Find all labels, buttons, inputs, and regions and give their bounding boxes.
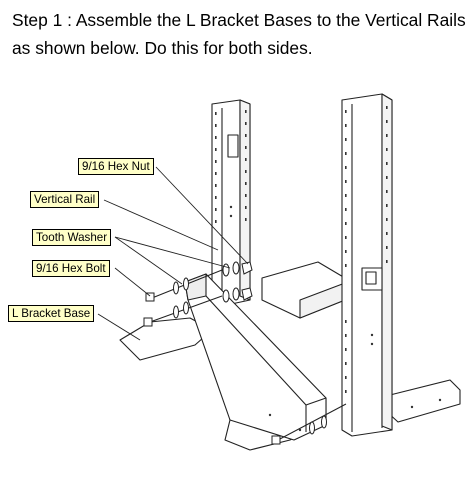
leader-hex-nut [155,166,249,265]
leader-bracket-base [97,313,141,341]
leader-vertical-rail [103,199,219,251]
leader-hex-bolt [114,267,151,297]
hex-bolt-rear [271,403,347,445]
callout-bracket-base: L Bracket Base [8,305,95,322]
hex-nut-set-lower [222,287,253,303]
leader-tooth-washer-b [114,236,231,269]
callout-hex-bolt: 9/16 Hex Bolt [32,260,110,277]
back-bracket-base-plate-right [384,379,461,423]
hex-bolt-lower [143,295,223,327]
callout-tooth-washer: Tooth Washer [32,229,112,246]
hex-bolt-upper [145,269,223,302]
instruction-line-2: as shown below. Do this for both sides. [12,38,313,58]
hex-nut-set-upper [222,261,253,277]
callout-vertical-rail: Vertical Rail [30,191,100,208]
leader-tooth-washer-a [114,236,183,285]
instruction-text: Step 1 : Assemble the L Bracket Bases to… [12,6,468,62]
instruction-line-1: Step 1 : Assemble the L Bracket Bases to… [12,10,466,30]
callout-hex-nut: 9/16 Hex Nut [78,158,154,175]
